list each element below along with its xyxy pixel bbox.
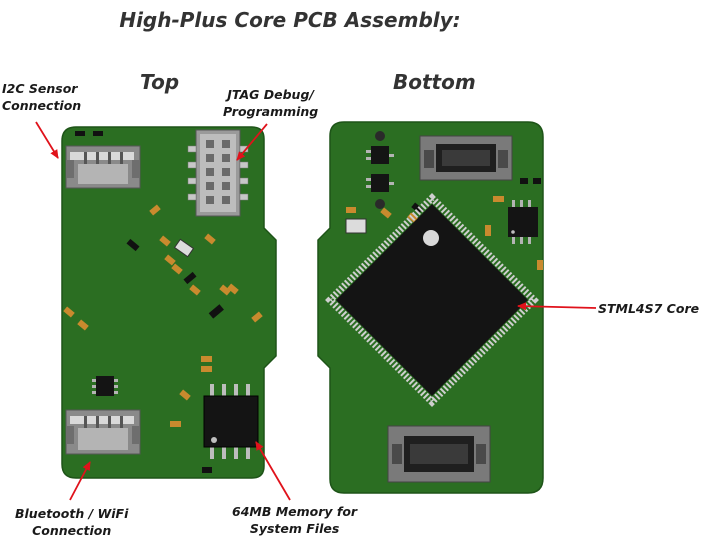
diagram-title: High-Plus Core PCB Assembly: <box>119 8 461 32</box>
bt-arrow <box>69 461 91 501</box>
mem-callout-line-1: 64MB Memory for <box>232 504 358 519</box>
i2c-sensor-callout: I2C Sensor Connection <box>2 80 81 114</box>
i2c-callout-line-1: I2C Sensor <box>2 81 78 96</box>
memory-callout: 64MB Memory for System Files <box>232 503 357 537</box>
jtag-callout-line-1: JTAG Debug/ <box>227 87 314 102</box>
bottom-side-heading: Bottom <box>393 70 476 94</box>
i2c-arrow <box>35 121 59 159</box>
top-side-heading: Top <box>140 70 180 94</box>
top-smd-part <box>75 131 85 136</box>
stm-core-callout: STML4S7 Core <box>598 300 699 317</box>
stm-arrow <box>517 302 597 311</box>
i2c-connector <box>65 145 141 189</box>
bottom-board-bottom-connector <box>387 425 491 483</box>
i2c-callout-line-2: Connection <box>2 98 82 113</box>
memory-chip <box>203 384 259 459</box>
memory-arrow <box>255 441 291 501</box>
bottom-board-top-connector <box>419 135 513 181</box>
bluetooth-wifi-callout: Bluetooth / WiFi Connection <box>15 505 128 539</box>
mcu-core-chip <box>325 193 539 407</box>
bt-callout-line-1: Bluetooth / WiFi <box>15 506 129 521</box>
mem-callout-line-2: System Files <box>249 521 340 536</box>
stm-callout-line-1: STML4S7 Core <box>598 301 700 316</box>
jtag-callout: JTAG Debug/ Programming <box>223 86 318 120</box>
top-small-ic <box>92 376 118 396</box>
bluetooth-wifi-connector <box>65 409 141 455</box>
bt-callout-line-2: Connection <box>32 523 112 538</box>
top-passive-components <box>63 204 263 473</box>
top-smd-part <box>93 131 103 136</box>
jtag-callout-line-2: Programming <box>223 104 319 119</box>
jtag-arrow <box>236 123 268 161</box>
jtag-header <box>187 129 249 217</box>
bottom-small-components <box>345 131 543 270</box>
